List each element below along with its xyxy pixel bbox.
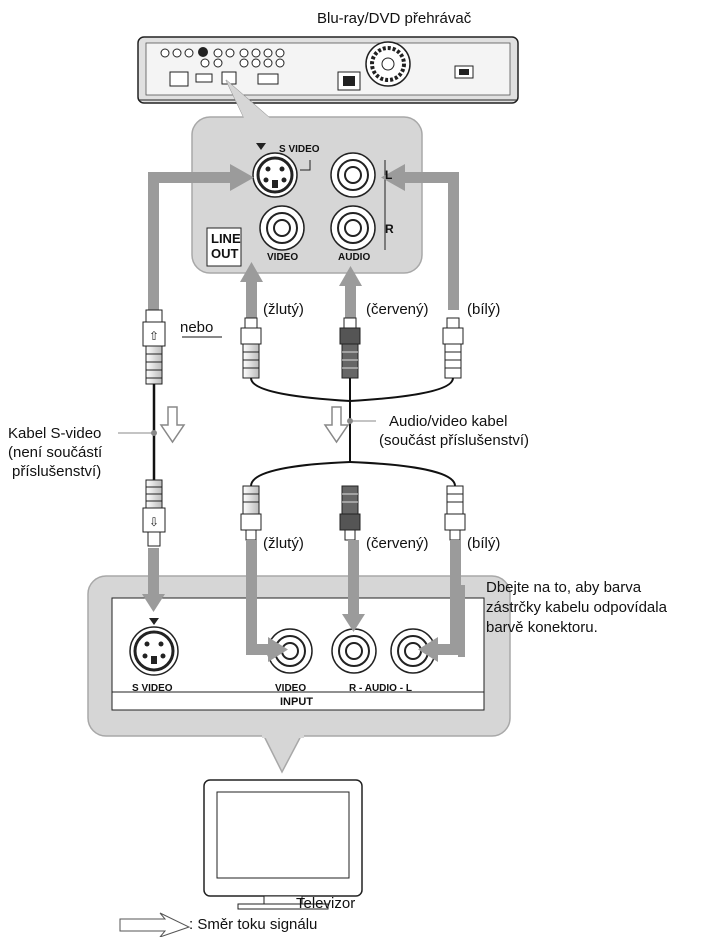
player-svideo-label: S VIDEO — [279, 144, 320, 155]
red-label-top: (červený) — [366, 301, 429, 318]
legend-text: : Směr toku signálu — [189, 916, 318, 933]
s-video-cable: ⇧ ⇩ — [142, 309, 166, 547]
av-cable-label-1: Audio/video kabel — [389, 413, 508, 430]
player-audio-label: AUDIO — [338, 252, 371, 263]
player-output-panel — [191, 80, 423, 274]
tv-label: Televizor — [296, 895, 356, 912]
svideo-cable-label-3: příslušenství) — [12, 463, 102, 480]
player-title: Blu-ray/DVD přehrávač — [317, 10, 472, 27]
note-line-3: barvě konektoru. — [486, 619, 598, 636]
tv-input-panel — [87, 575, 511, 774]
svideo-cable-label-1: Kabel S-video — [8, 425, 102, 442]
tv-svideo-label: S VIDEO — [132, 683, 173, 694]
note-line-2: zástrčky kabelu odpovídala — [486, 599, 667, 616]
television — [203, 779, 363, 910]
av-cable-plugs-upper — [240, 317, 464, 379]
signal-arrows-lower — [142, 540, 465, 662]
leader-lines — [118, 336, 376, 436]
signal-arrows-upper — [148, 164, 459, 318]
white-label-top: (bílý) — [467, 301, 501, 318]
signal-direction-arrows — [159, 406, 350, 444]
av-cable-plugs-lower — [240, 485, 466, 541]
av-cable-label-2: (součást příslušenství) — [379, 432, 530, 449]
yellow-label-top: (žlutý) — [263, 301, 304, 318]
player-audio-right-label: R — [385, 222, 394, 236]
white-label-bottom: (bílý) — [467, 535, 501, 552]
tv-input-label: INPUT — [280, 696, 313, 708]
blu-ray-player — [137, 36, 519, 104]
svideo-cable-label-2: (není součástí — [8, 444, 103, 461]
player-audio-left-label: L — [385, 168, 393, 182]
or-label: nebo — [180, 319, 214, 336]
note-line-1: Dbejte na to, aby barva — [486, 579, 642, 596]
line-out-label-1: LINE — [211, 231, 241, 246]
tv-video-label: VIDEO — [275, 683, 307, 694]
line-out-label-2: OUT — [211, 246, 239, 261]
yellow-label-bottom: (žlutý) — [263, 535, 304, 552]
player-video-label: VIDEO — [267, 252, 299, 263]
tv-audio-label: R - AUDIO - L — [349, 683, 412, 694]
legend-arrow-icon — [119, 912, 191, 937]
red-label-bottom: (červený) — [366, 535, 429, 552]
svg-text:⇩: ⇩ — [149, 515, 159, 529]
svg-text:⇧: ⇧ — [149, 329, 159, 343]
